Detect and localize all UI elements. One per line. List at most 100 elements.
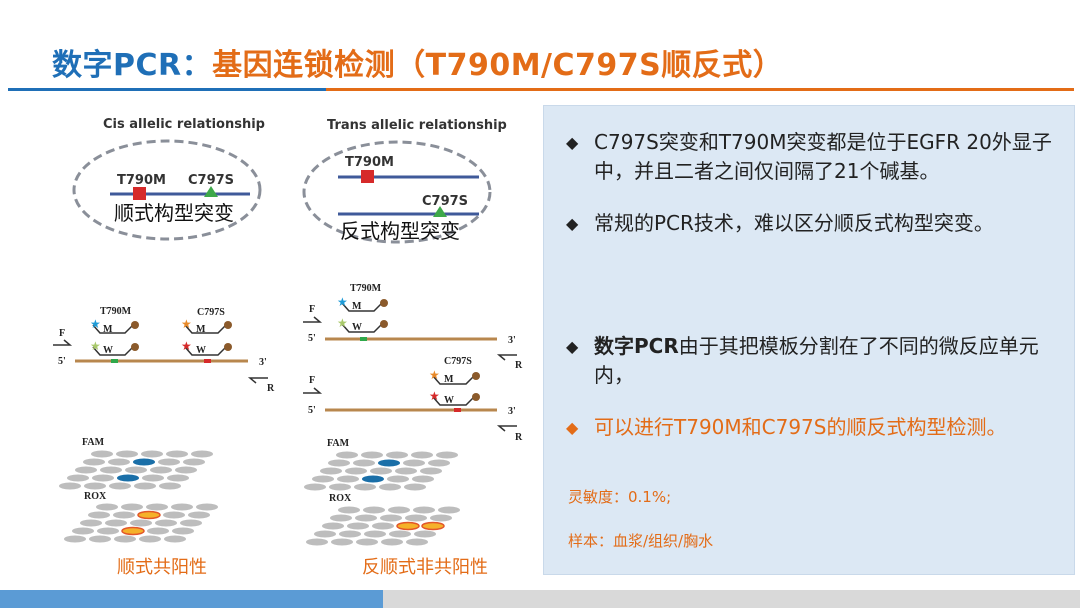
- trans-c797s-label: C797S: [422, 194, 468, 209]
- trans-ellipse: [302, 140, 492, 244]
- trans-rox-droplet: [405, 514, 427, 522]
- title-rule-blue: [8, 88, 326, 91]
- linkage-figure: Cis allelic relationship Trans allelic r…: [53, 117, 523, 578]
- cis-rox-droplet: [72, 527, 94, 535]
- cis-fam-droplet: [158, 458, 180, 466]
- end-3: 3': [508, 335, 516, 346]
- trans-fam-droplet: [312, 475, 334, 483]
- cis-fam-droplet: [191, 450, 213, 458]
- cis-fam-droplet: [142, 474, 164, 482]
- end-5: 5': [308, 333, 316, 344]
- primer-r: R: [515, 360, 523, 371]
- trans-fam-droplet: [386, 451, 408, 459]
- bullet-bold-text: 数字PCR: [594, 334, 679, 358]
- summary-panel: ◆C797S突变和T790M突变都是位于EGFR 20外显子中，并且二者之间仅间…: [543, 105, 1075, 575]
- cis-rox-droplet: [64, 535, 86, 543]
- reverse-primer-icon: [247, 377, 268, 384]
- trans-fam-droplet: [328, 459, 350, 467]
- cis-rox-droplet: [146, 503, 168, 511]
- cis-fam-positive-droplet: [117, 474, 139, 482]
- diamond-bullet-icon: ◆: [566, 133, 579, 152]
- svg-text:★: ★: [337, 316, 348, 330]
- svg-text:★: ★: [429, 389, 440, 403]
- footer-bar-blue: [0, 590, 383, 608]
- trans-fam-droplet: [412, 475, 434, 483]
- trans-fam-positive-droplet: [362, 475, 384, 483]
- svg-text:★: ★: [90, 339, 101, 353]
- cis-fam-droplet: [150, 466, 172, 474]
- trans-fam-droplet: [404, 483, 426, 491]
- trans-fam-droplet: [361, 451, 383, 459]
- trans-heading: Trans allelic relationship: [327, 118, 507, 133]
- cis-t790m-label: T790M: [117, 173, 166, 188]
- trans-rox-droplet: [438, 506, 460, 514]
- cis-rox-droplet: [97, 527, 119, 535]
- cis-fam-droplet: [166, 450, 188, 458]
- trans-caption: 反顺式非共阳性: [362, 557, 488, 578]
- trans-fam-droplet: [379, 483, 401, 491]
- t790m-marker: [361, 170, 374, 183]
- probe-m: M: [103, 324, 113, 335]
- cis-rox-droplet: [164, 535, 186, 543]
- cis-fam-droplet: [75, 466, 97, 474]
- cis-rox-label: ROX: [84, 491, 107, 502]
- cis-probe-diagram: T790M C797S F 5' 3' R ★M ★W ★M ★W: [53, 306, 275, 394]
- forward-primer-icon: [303, 316, 323, 323]
- trans-label: 反式构型突变: [340, 219, 460, 243]
- svg-text:★: ★: [181, 317, 192, 331]
- trans-rox-droplet: [347, 522, 369, 530]
- cis-fam-droplet: [159, 482, 181, 490]
- cis-fam-droplet: [141, 450, 163, 458]
- diamond-bullet-icon: ◆: [566, 418, 579, 437]
- probe-label: T790M: [100, 306, 132, 317]
- trans-fam-droplet: [395, 467, 417, 475]
- trans-rox-droplet: [306, 538, 328, 546]
- sensitivity-note: 灵敏度：0.1%;: [568, 488, 672, 506]
- diamond-bullet-icon: ◆: [566, 337, 579, 356]
- trans-rox-droplet: [330, 514, 352, 522]
- forward-primer-icon: [303, 387, 323, 394]
- trans-rox-droplet: [331, 538, 353, 546]
- bullet-conventional-pcr: ◆常规的PCR技术，难以区分顺反式构型突变。: [566, 209, 1056, 238]
- cis-rox-droplet: [180, 519, 202, 527]
- title-main: 基因连锁检测（T790M/C797S顺反式）: [212, 48, 784, 83]
- trans-rox-droplet: [372, 522, 394, 530]
- cis-fam-droplet: [91, 450, 113, 458]
- trans-rox-droplet: [413, 506, 435, 514]
- trans-rox-droplet: [322, 522, 344, 530]
- probe-m: M: [444, 374, 454, 385]
- cis-heading: Cis allelic relationship: [103, 117, 265, 132]
- trans-fam-droplet: [354, 483, 376, 491]
- trans-rox-droplet: [389, 530, 411, 538]
- cis-label: 顺式构型突变: [114, 201, 234, 225]
- primer-r: R: [515, 432, 523, 443]
- cis-fam-droplet: [108, 458, 130, 466]
- cis-rox-droplet: [139, 535, 161, 543]
- trans-rox-droplet: [355, 514, 377, 522]
- cis-rox-droplet: [89, 535, 111, 543]
- cis-rox-positive-droplet: [137, 510, 161, 520]
- bullet-text: 由于其把模板分割在了不同的微反应单元内，: [594, 334, 1039, 387]
- samples-note: 样本：血浆/组织/胸水: [568, 532, 714, 550]
- bullet-text: 常规的PCR技术，难以区分顺反式构型突变。: [594, 211, 994, 235]
- trans-fam-droplet: [387, 475, 409, 483]
- cis-rox-droplet: [171, 503, 193, 511]
- c797s-marker: [204, 186, 218, 197]
- c797s-site: [454, 408, 461, 412]
- reverse-primer-icon: [496, 354, 517, 361]
- trans-fam-droplet: [345, 467, 367, 475]
- trans-rox-droplet: [338, 506, 360, 514]
- trans-fam-droplet: [329, 483, 351, 491]
- bullet-detection: ◆可以进行T790M和C797S的顺反式构型检测。: [566, 413, 1056, 442]
- cis-rox-droplet: [105, 519, 127, 527]
- probe-w: W: [352, 322, 362, 333]
- trans-fam-droplet: [428, 459, 450, 467]
- cis-c797s-label: C797S: [188, 173, 234, 188]
- trans-probe-diagram: T790M F 5' 3' R ★M ★W C797S F 5' 3' R ★M…: [303, 283, 523, 443]
- trans-rox-droplet: [356, 538, 378, 546]
- cis-rox-droplet: [80, 519, 102, 527]
- cis-rox-droplet: [172, 527, 194, 535]
- trans-rox-droplet: [414, 530, 436, 538]
- trans-rox-droplet: [363, 506, 385, 514]
- trans-fam-droplet: [436, 451, 458, 459]
